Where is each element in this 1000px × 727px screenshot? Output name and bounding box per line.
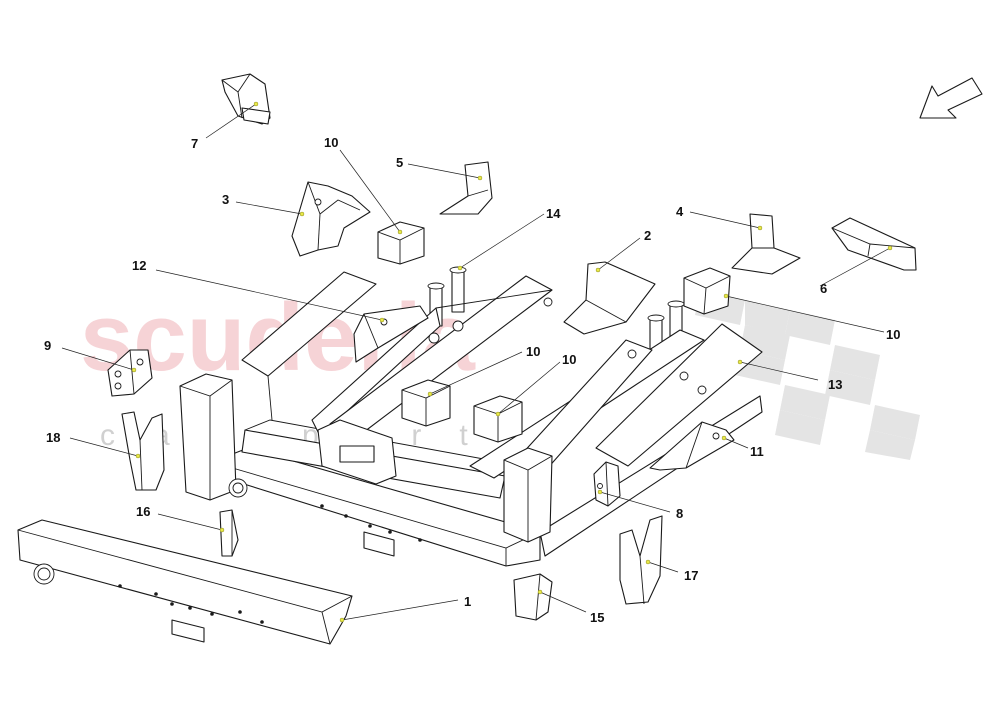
main-frame — [179, 271, 763, 567]
part-5-bracket — [439, 161, 493, 215]
part-4-bracket — [731, 213, 801, 275]
callout-9[interactable]: 9 — [44, 338, 51, 353]
checkered-flag-watermark — [695, 290, 920, 460]
callout-1[interactable]: 1 — [464, 594, 471, 609]
callout-12[interactable]: 12 — [132, 258, 146, 273]
part-1-cross-member — [17, 519, 353, 645]
part-16-plate — [219, 509, 239, 557]
part-10-box-center-left — [401, 379, 451, 427]
part-6-bracket — [831, 217, 917, 271]
callout-5[interactable]: 5 — [396, 155, 403, 170]
callout-18[interactable]: 18 — [46, 430, 60, 445]
leader-lines — [61, 101, 893, 623]
callout-3[interactable]: 3 — [222, 192, 229, 207]
part-2-gusset — [563, 261, 656, 335]
callout-16[interactable]: 16 — [136, 504, 150, 519]
part-9-bracket — [107, 349, 153, 397]
callout-8[interactable]: 8 — [676, 506, 683, 521]
callouts: 7 10 5 3 14 4 2 6 12 10 9 10 10 13 18 11… — [44, 135, 900, 625]
part-8-bracket — [593, 461, 621, 507]
part-12-gusset — [353, 305, 429, 363]
part-15-plate — [513, 573, 553, 621]
callout-2[interactable]: 2 — [644, 228, 651, 243]
callout-14[interactable]: 14 — [546, 206, 561, 221]
callout-10-right[interactable]: 10 — [886, 327, 900, 342]
callout-17[interactable]: 17 — [684, 568, 698, 583]
callout-11[interactable]: 11 — [750, 444, 764, 459]
part-11-gusset — [649, 421, 735, 471]
part-10-box-top-right — [683, 267, 731, 315]
part-7-bracket — [221, 73, 271, 125]
callout-13[interactable]: 13 — [828, 377, 842, 392]
direction-arrow-icon — [919, 77, 983, 119]
part-10-box-center-right — [473, 395, 523, 443]
callout-10-center-left[interactable]: 10 — [526, 344, 540, 359]
callout-7[interactable]: 7 — [191, 136, 198, 151]
callout-4[interactable]: 4 — [676, 204, 684, 219]
callout-6[interactable]: 6 — [820, 281, 827, 296]
callout-10-center-right[interactable]: 10 — [562, 352, 576, 367]
part-17-bracket — [619, 515, 663, 605]
callout-15[interactable]: 15 — [590, 610, 604, 625]
part-10-box-top-left — [377, 221, 425, 265]
part-3-bracket — [291, 181, 371, 257]
callout-10-top-left[interactable]: 10 — [324, 135, 338, 150]
part-18-bracket — [121, 411, 165, 491]
